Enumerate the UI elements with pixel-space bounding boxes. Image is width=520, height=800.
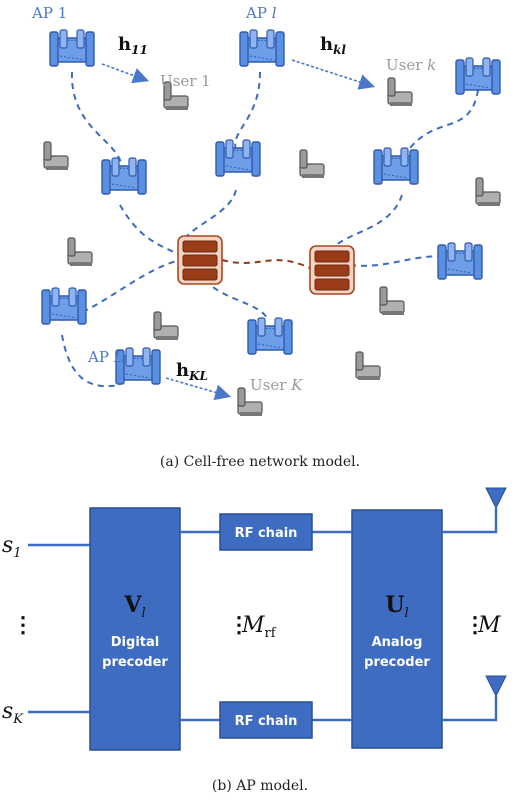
ap-icon [247, 317, 293, 355]
input-s1-label: s1 [2, 533, 22, 561]
backhaul-link [221, 259, 311, 269]
userk-label: User k [386, 56, 436, 74]
user-icon [43, 141, 69, 171]
channel-arrows [101, 59, 376, 401]
cpu-icon [309, 245, 355, 295]
mrf-label: Mrf [241, 613, 277, 641]
caption-a: (a) Cell-free network model. [160, 454, 360, 470]
ap-model-diagram: RF chain RF chain s1 sK ⋮ ⋮ ⋮ Vl Digital… [2, 487, 507, 794]
rf-chain-bottom-label: RF chain [235, 714, 298, 729]
antenna-line-bottom [442, 696, 498, 722]
digital-precoder-block [89, 507, 181, 751]
ap-icon [41, 287, 87, 325]
antenna-line-top [442, 508, 498, 534]
ap-icon [437, 242, 483, 280]
analog-precoder-label-1: Analog [372, 635, 423, 650]
m-label: M [477, 613, 501, 638]
channel-arrow-hKL [165, 377, 232, 401]
fronthaul-links [61, 71, 479, 388]
antenna-icon [485, 675, 507, 698]
caption-b: (b) AP model. [212, 778, 308, 794]
analog-symbol: Ul [385, 592, 408, 621]
user-icon [299, 149, 325, 179]
analog-precoder-block [351, 509, 443, 749]
rf-dots: ⋮ [228, 612, 250, 638]
network-diagram: AP 1 AP l AP L User 1 User k User K h11 … [31, 4, 501, 470]
user-icon [475, 177, 501, 207]
analog-precoder-label-2: precoder [364, 655, 430, 670]
rf-chain-top-label: RF chain [235, 526, 298, 541]
user-icon [153, 311, 179, 341]
user-icon [387, 77, 413, 107]
cpu-icon [177, 235, 223, 285]
h11-label: h11 [118, 34, 148, 57]
userK-label: User K [250, 376, 303, 394]
ap-icon [239, 29, 285, 67]
ap-icon [101, 157, 147, 195]
hKL-label: hKL [176, 360, 208, 383]
ap-icon [49, 29, 95, 67]
digital-precoder-label-2: precoder [102, 655, 168, 670]
antenna-dots: ⋮ [464, 612, 486, 638]
ap-icon [373, 147, 419, 185]
channel-arrow-hkl [291, 59, 376, 90]
input-dots: ⋮ [12, 612, 34, 638]
user-icon [67, 237, 93, 267]
ap-icon [215, 139, 261, 177]
digital-symbol: Vl [123, 592, 145, 621]
channel-arrow-h11 [101, 63, 150, 84]
apL-label: AP L [87, 348, 124, 366]
input-sK-label: sK [2, 699, 24, 727]
rf-chain-bottom [219, 701, 313, 739]
antenna-icon [485, 487, 507, 510]
ap1-label: AP 1 [31, 4, 67, 22]
user-icon [379, 286, 405, 316]
ap-icon [455, 57, 501, 95]
apl-label: AP l [245, 4, 277, 22]
hkl-label: hkl [320, 34, 346, 57]
rf-chain-top [219, 513, 313, 551]
digital-precoder-label-1: Digital [111, 635, 159, 650]
user1-label: User 1 [160, 72, 211, 90]
user-icon [355, 351, 381, 381]
